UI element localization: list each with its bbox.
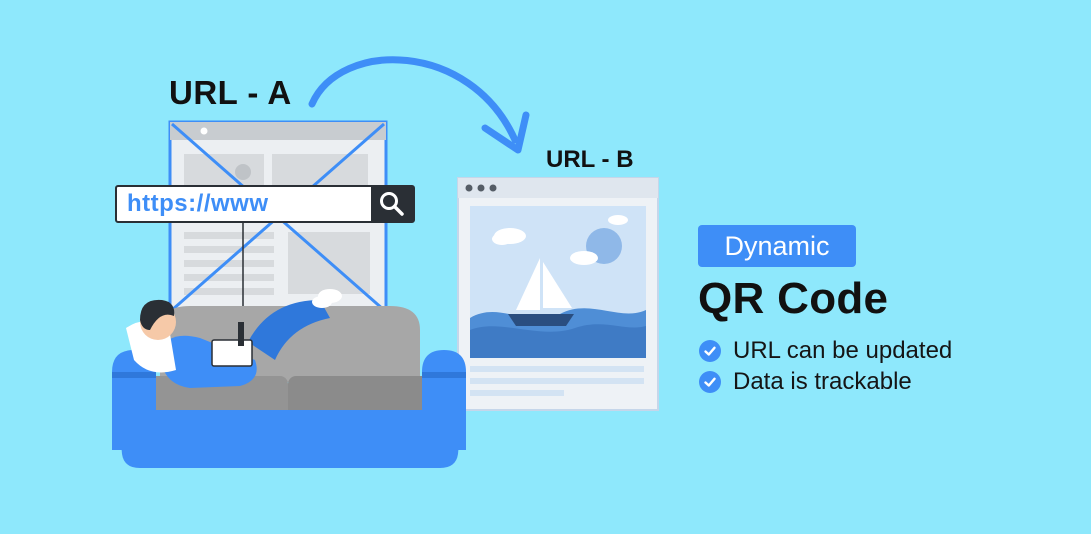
url-bar: https://www [115, 185, 415, 223]
check-circle-icon [699, 371, 721, 393]
url-text: https://www [127, 190, 269, 217]
url-a-label: URL - A [169, 74, 292, 111]
check-circle-icon [699, 340, 721, 362]
url-b-label: URL - B [546, 146, 634, 173]
feature-label: Data is trackable [733, 368, 912, 395]
feature-item: URL can be updated [699, 337, 952, 365]
headline-title: QR Code [698, 274, 889, 323]
new-webpage-window [457, 177, 659, 411]
feature-label: URL can be updated [733, 337, 953, 364]
sofa [112, 306, 466, 468]
person-with-laptop [126, 289, 342, 388]
dynamic-badge: Dynamic [698, 225, 856, 267]
search-icon [371, 187, 413, 221]
feature-item: Data is trackable [699, 368, 912, 396]
redirect-arrow-icon [308, 56, 530, 154]
